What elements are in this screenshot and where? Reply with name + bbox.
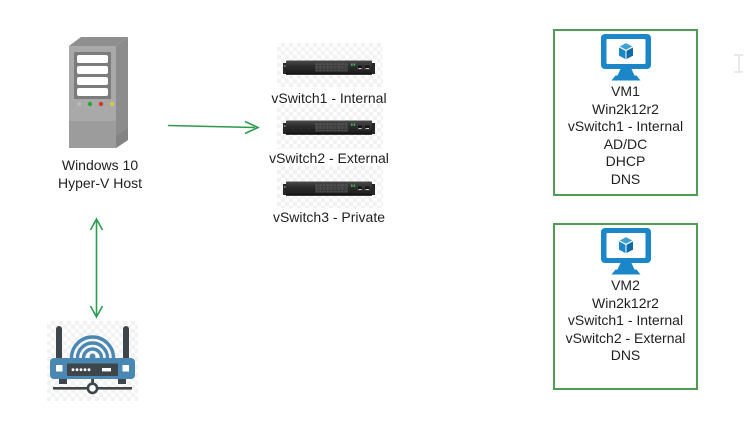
vm2-box: VM2 Win2k12r2 vSwitch1 - Internal vSwitc… [553, 223, 698, 390]
host-label-line1: Windows 10 [61, 157, 139, 173]
server-tower-icon [69, 37, 128, 148]
vswitch2-label: vSwitch2 - External [269, 150, 389, 166]
wireless-router-icon [50, 326, 135, 395]
host-to-router-arrow [89, 217, 104, 319]
vm-detail-line: vSwitch1 - Internal [567, 312, 684, 329]
vm-detail-line: vSwitch1 - Internal [567, 118, 684, 135]
virtual-machine-icon [600, 34, 651, 81]
vm-detail-line: DNS [610, 347, 641, 364]
vm-detail-line: Win2k12r2 [592, 100, 659, 117]
virtual-machine-icon [600, 228, 651, 275]
host-label: Windows 10 Hyper-V Host [30, 157, 170, 192]
vm-detail-line: VM1 [611, 83, 640, 99]
vswitch3-label: vSwitch3 - Private [272, 209, 386, 225]
vm-detail-line: Win2k12r2 [592, 294, 659, 311]
vm1-box: VM1 Win2k12r2 vSwitch1 - Internal AD/DC … [553, 29, 698, 196]
network-switch-icon [283, 120, 375, 135]
vswitch1-label: vSwitch1 - Internal [271, 90, 387, 106]
network-switch-icon [283, 60, 375, 75]
host-to-switches-arrow [167, 120, 260, 135]
network-switch-icon [283, 181, 375, 196]
vm2-details: VM2 Win2k12r2 vSwitch1 - Internal vSwitc… [566, 277, 686, 365]
vm-detail-line: AD/DC [603, 135, 648, 152]
host-label-line2: Hyper-V Host [57, 174, 143, 191]
vm-detail-line: DHCP [605, 153, 646, 170]
vm-detail-line: VM2 [611, 277, 640, 293]
vm1-details: VM1 Win2k12r2 vSwitch1 - Internal AD/DC … [568, 83, 683, 189]
cursor-artifact [734, 54, 743, 73]
vm-detail-line: DNS [610, 170, 641, 187]
vm-detail-line: vSwitch2 - External [565, 329, 686, 346]
